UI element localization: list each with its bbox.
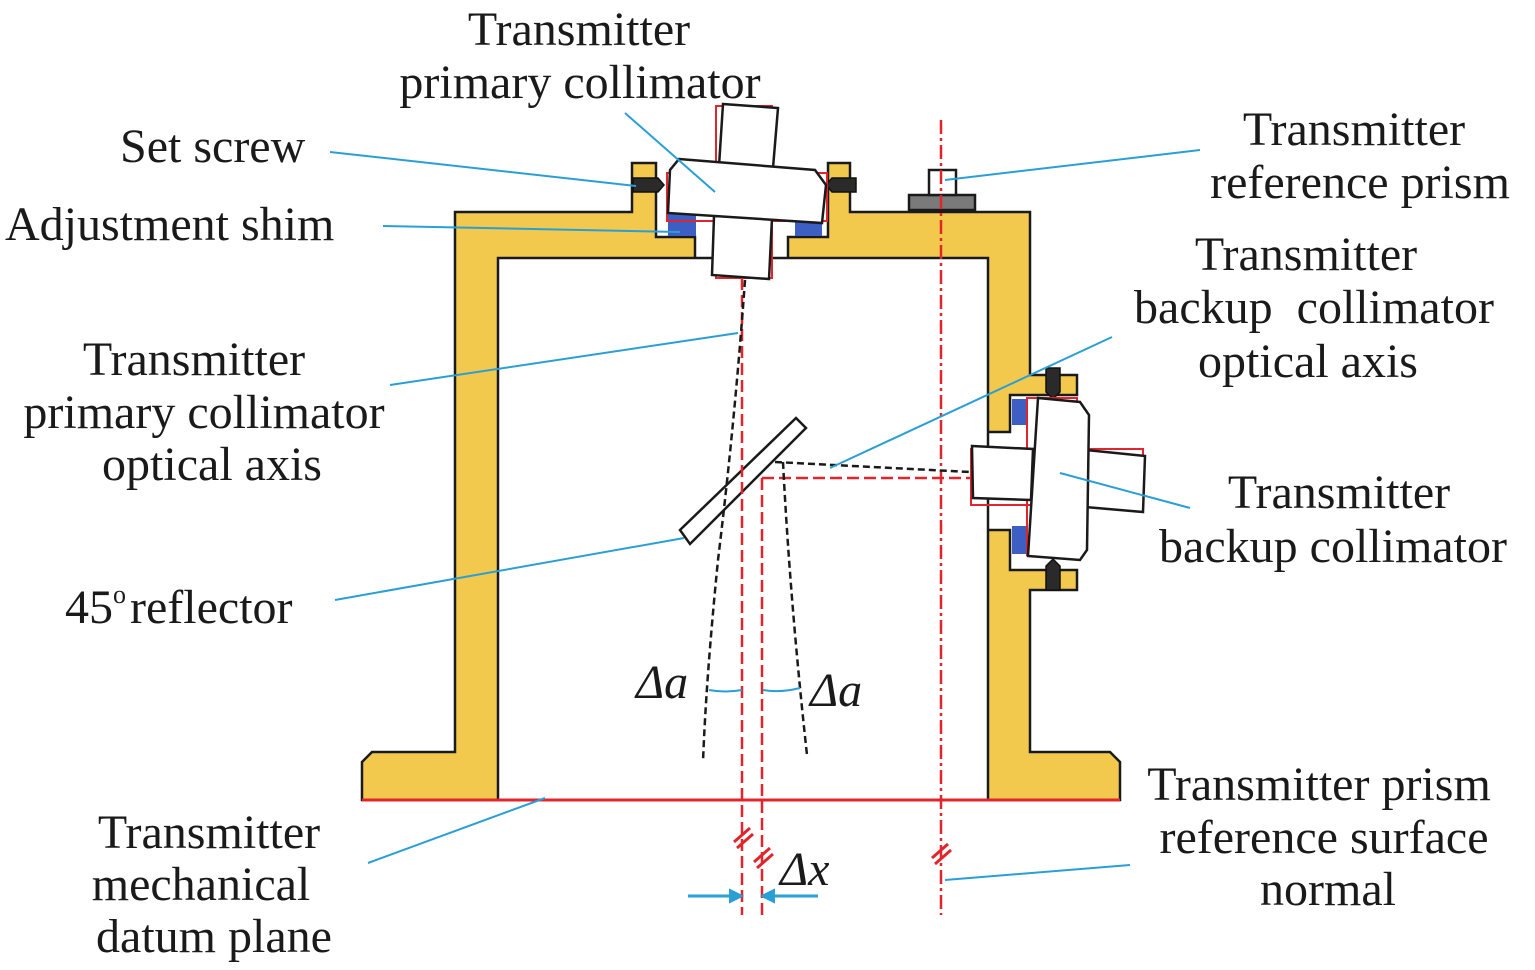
label-delta-x: Δx [778,843,829,896]
actual-optical-axes [701,279,971,763]
label-reference-prism: Transmitter reference prism [1210,103,1510,209]
label-primary-axis: Transmitter primary collimator optical a… [23,333,396,491]
backup-collimator [970,396,1147,562]
leader-lines [329,112,1201,881]
label-delta-a-right: Δa [808,664,862,717]
primary-collimator [666,102,828,281]
label-adjustment-shim: Adjustment shim [5,198,334,251]
label-backup-axis: Transmitter backup collimator optical ax… [1134,228,1506,388]
label-datum-plane: Transmitter mechanical datum plane [92,806,332,963]
label-backup-collimator: Transmitter backup collimator [1159,466,1507,573]
label-reflector: 45oreflector [65,580,293,634]
label-primary-collimator: Transmitter primary collimator [399,3,760,109]
label-prism-normal: Transmitter prism reference surface norm… [1147,758,1503,916]
label-delta-a-left: Δa [634,656,688,709]
45-degree-reflector [678,416,808,546]
label-set-screw: Set screw [120,120,306,173]
set-screws [632,177,1061,591]
reference-lines [362,120,1120,915]
delta-markers [688,687,818,904]
